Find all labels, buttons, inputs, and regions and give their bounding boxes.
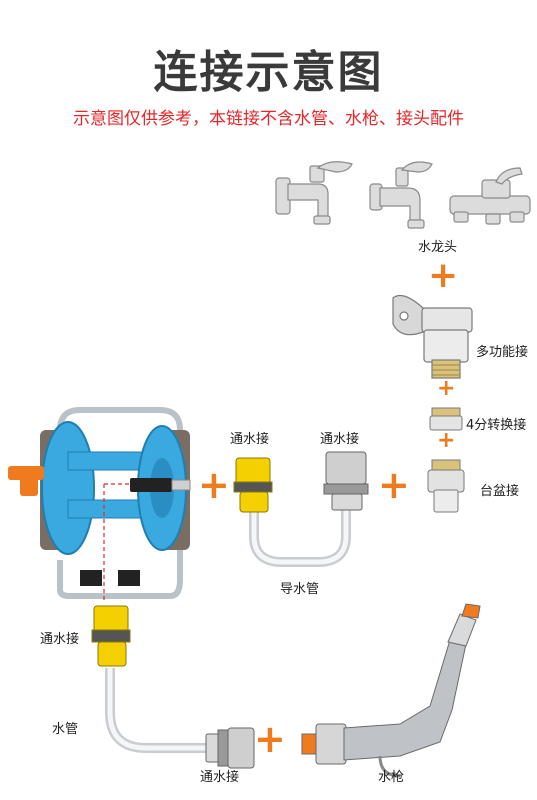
plus-icon-faucet: +: [428, 255, 459, 296]
label-basin-connector: 台盆接: [480, 484, 520, 499]
faucet-wall-icon: [275, 161, 353, 225]
faucet-mixer-icon: [449, 167, 531, 225]
label-water-pipe: 水管: [52, 722, 79, 737]
label-tongshui-top-left: 通水接: [230, 432, 270, 447]
water-pipe-icon: [105, 668, 210, 753]
page-subtitle: 示意图仅供参考，本链接不含水管、水枪、接头配件: [73, 109, 464, 129]
multi-connector-icon: [392, 295, 473, 379]
hose-reel-icon: [8, 407, 191, 600]
tongshui-gray-connector-top: [323, 451, 369, 511]
guide-pipe-icon: [249, 508, 351, 567]
label-tongshui-bottom: 通水接: [200, 770, 240, 785]
plus-icon-adapter: +: [437, 428, 456, 453]
label-faucet: 水龙头: [418, 240, 458, 255]
label-guide-pipe: 导水管: [280, 582, 320, 597]
plus-icon-basin: +: [378, 463, 410, 507]
plus-icon-reel: +: [198, 463, 230, 507]
page-title: 连接示意图: [153, 47, 384, 98]
plus-icon-gun: +: [254, 717, 286, 761]
tongshui-yellow-connector-left: [91, 605, 131, 667]
label-multi-connector: 多功能接: [476, 345, 529, 360]
plus-icon-multi: +: [437, 376, 456, 401]
label-tongshui-left: 通水接: [40, 632, 80, 647]
adapter-4fen-icon: [429, 407, 463, 431]
basin-connector-icon: [427, 459, 465, 513]
tongshui-gray-connector-bottom: [205, 727, 255, 769]
label-spray-gun: 水枪: [378, 770, 405, 785]
label-tongshui-top-right: 通水接: [320, 432, 360, 447]
spray-gun-icon: [301, 603, 481, 778]
tongshui-yellow-connector-top: [233, 457, 273, 513]
label-adapter-4fen: 4分转换接: [466, 418, 527, 433]
faucet-tap-icon: [369, 161, 433, 229]
